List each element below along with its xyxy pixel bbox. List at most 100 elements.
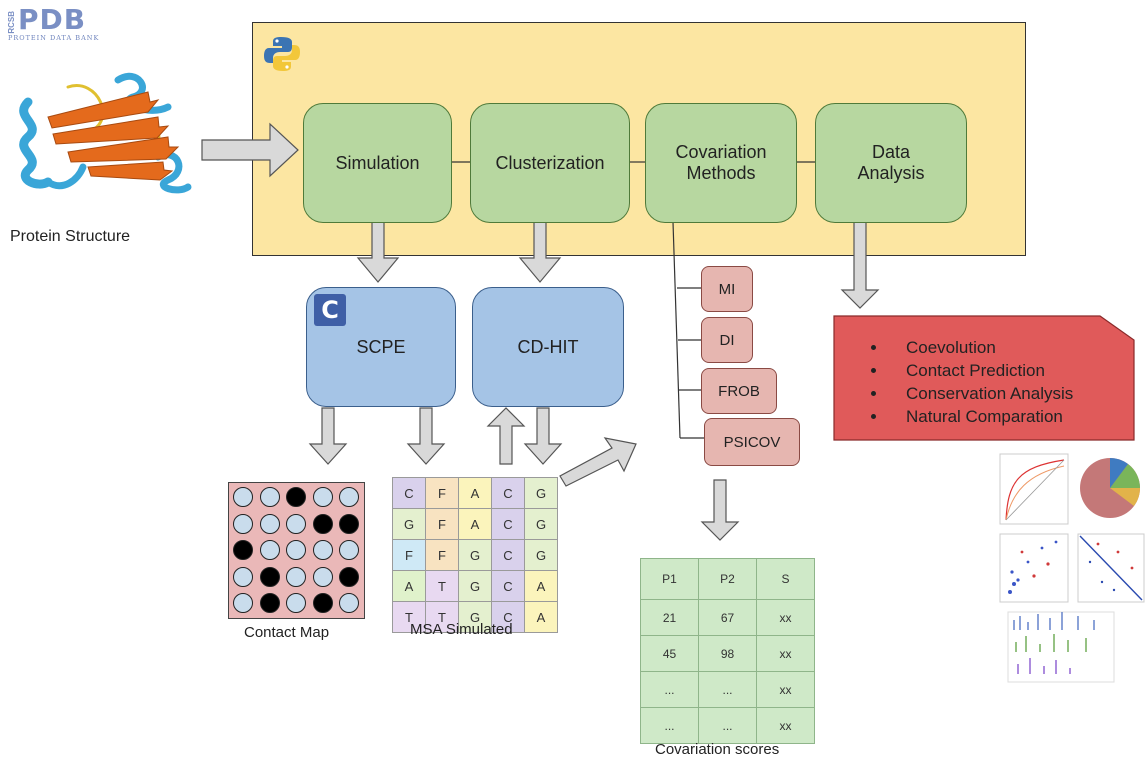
tool-cd-hit: CD-HIT: [472, 287, 624, 407]
cdhit-to-msa-arrow: [523, 407, 563, 465]
msa-cell: G: [524, 539, 558, 571]
result-item: Contact Prediction: [888, 359, 1073, 382]
contact-map-label: Contact Map: [244, 624, 330, 641]
cov-cell: S: [756, 558, 815, 600]
contact-dot-empty: [286, 566, 306, 587]
stage-simulation-label: Simulation: [335, 152, 420, 173]
cov-cell: xx: [756, 707, 815, 744]
msa-cell: C: [491, 477, 525, 509]
contact-dot-empty: [233, 566, 253, 587]
msa-cell: G: [524, 508, 558, 540]
methods-to-scores-arrow: [700, 479, 740, 541]
cov-cell: xx: [756, 671, 815, 708]
method-mi-label: MI: [718, 280, 736, 298]
msa-cell: F: [392, 539, 426, 571]
results-list: Coevolution Contact Prediction Conservat…: [864, 336, 1073, 428]
msa-cell: G: [458, 570, 492, 602]
contact-dot-empty: [233, 513, 253, 534]
stage-simulation: Simulation: [303, 103, 452, 223]
cov-cell: ...: [698, 707, 757, 744]
input-arrow: [201, 122, 299, 178]
contact-dot-empty: [312, 487, 333, 507]
msa-cell: T: [425, 570, 459, 602]
msa-cell: A: [458, 508, 492, 540]
contact-dot-empty: [233, 593, 253, 613]
msa-to-covariation-arrow: [559, 437, 637, 487]
msa-cell: F: [425, 539, 459, 571]
msa-cell: G: [458, 539, 492, 571]
cov-cell: xx: [756, 635, 815, 672]
method-mi: MI: [701, 266, 753, 312]
msa-cell: G: [392, 508, 426, 540]
contact-dot-empty: [259, 513, 280, 534]
contact-dot-filled: [286, 487, 306, 507]
contact-dot-filled: [259, 566, 280, 587]
covariation-scores-label: Covariation scores: [655, 741, 780, 758]
cov-cell: 98: [698, 635, 757, 672]
result-item: Conservation Analysis: [888, 382, 1073, 405]
contact-dot-empty: [286, 540, 306, 560]
cdhit-label: CD-HIT: [517, 336, 579, 357]
msa-cell: C: [491, 508, 525, 540]
method-di-label: DI: [719, 331, 735, 349]
cov-cell: P1: [640, 558, 699, 600]
msa-cell: C: [491, 539, 525, 571]
contact-dot-empty: [259, 540, 280, 560]
method-frob: FROB: [701, 368, 777, 414]
results-shape: [833, 315, 1135, 441]
stage-clusterization-label: Clusterization: [495, 152, 605, 173]
protein-structure-image: [19, 72, 192, 194]
msa-cell: G: [458, 601, 492, 633]
contact-dot-filled: [312, 513, 333, 534]
method-frob-label: FROB: [718, 382, 760, 400]
cov-cell: xx: [756, 599, 815, 636]
contact-dot-empty: [312, 540, 333, 560]
method-psicov-label: PSICOV: [723, 433, 781, 451]
results-note: Coevolution Contact Prediction Conservat…: [834, 316, 1134, 440]
method-di: DI: [701, 317, 753, 363]
contact-dot-empty: [339, 487, 359, 507]
contact-dot-empty: [286, 593, 306, 613]
pdb-logo: RCSB PDB PROTEIN DATA BANK: [7, 3, 148, 43]
msa-cell: A: [524, 601, 558, 633]
msa-cell: A: [524, 570, 558, 602]
cov-cell: 45: [640, 635, 699, 672]
contact-dot-filled: [312, 593, 333, 613]
cov-cell: 67: [698, 599, 757, 636]
stage-covariation-label: Covariation Methods: [675, 142, 767, 183]
contact-dot-empty: [339, 540, 359, 560]
msa-cell: F: [425, 477, 459, 509]
contact-dot-filled: [339, 566, 359, 587]
contact-dot-filled: [233, 540, 253, 560]
cov-cell: P2: [698, 558, 757, 600]
scpe-to-msa-arrow: [406, 407, 446, 465]
cov-row: ......xx: [640, 707, 815, 744]
c-language-icon: C: [314, 294, 346, 326]
cov-cell: ...: [640, 707, 699, 744]
pdb-brand: PDB: [18, 3, 87, 36]
cov-cell: ...: [698, 671, 757, 708]
stage-analysis-label: Data Analysis: [857, 142, 925, 183]
analysis-to-results-arrow: [840, 211, 880, 309]
msa-to-cdhit-arrow: [486, 407, 526, 465]
result-item: Natural Comparation: [888, 405, 1073, 428]
analysis-plots-thumbnails: [999, 453, 1145, 683]
stage-covariation-methods: Covariation Methods: [645, 103, 797, 223]
msa-cell: T: [425, 601, 459, 633]
contact-dot-filled: [259, 593, 280, 613]
scpe-to-contact-map-arrow: [308, 407, 348, 465]
result-item: Coevolution: [888, 336, 1073, 359]
contact-dot-filled: [339, 513, 359, 534]
pdb-subtitle: PROTEIN DATA BANK: [8, 34, 100, 42]
msa-cell: C: [491, 570, 525, 602]
method-psicov: PSICOV: [704, 418, 800, 466]
contact-dot-empty: [339, 593, 359, 613]
